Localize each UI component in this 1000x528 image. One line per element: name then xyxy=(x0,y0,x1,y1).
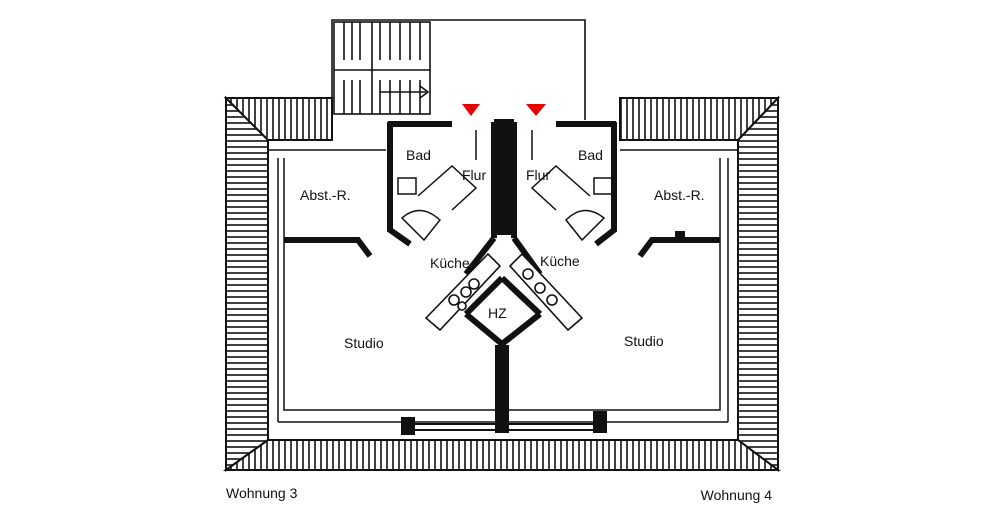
bath-fixtures xyxy=(397,130,613,242)
room-bad-left: Bad xyxy=(406,147,431,163)
room-hz: HZ xyxy=(488,305,507,321)
room-abst-right: Abst.-R. xyxy=(654,187,705,203)
room-kueche-right: Küche xyxy=(540,253,580,269)
room-flur-left: Flur xyxy=(462,167,486,183)
room-studio-right: Studio xyxy=(624,333,664,349)
room-flur-right: Flur xyxy=(526,167,550,183)
room-bad-right: Bad xyxy=(578,147,603,163)
kitchen-counters xyxy=(424,252,584,332)
unit-label-left: Wohnung 3 xyxy=(226,485,298,501)
roof-hatching xyxy=(222,95,781,472)
stairwell xyxy=(331,19,586,120)
thin-walls xyxy=(401,123,685,435)
unit-label-right: Wohnung 4 xyxy=(700,487,772,503)
entry-marker-right xyxy=(526,104,546,116)
entry-marker-left xyxy=(462,104,480,116)
room-kueche-left: Küche xyxy=(430,255,470,271)
room-abst-left: Abst.-R. xyxy=(300,187,351,203)
room-studio-left: Studio xyxy=(344,335,384,351)
